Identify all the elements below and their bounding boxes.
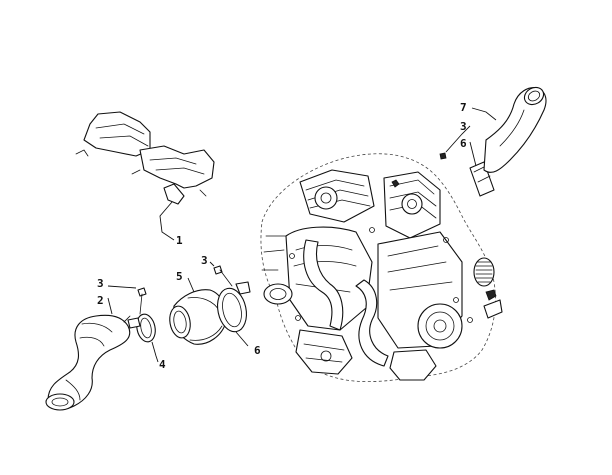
part-6-upper-clamp [469,161,495,197]
callout-4: 4 [159,358,166,371]
part-5-coupler-sleeve [169,289,227,345]
part-6-large-clamp [217,281,251,333]
callout-3-right: 3 [460,120,467,133]
leader-6b [469,141,477,167]
part-2-intake-boot [45,314,131,411]
engine-assembly [260,153,503,383]
leader-4 [151,341,159,363]
part-4-hose-clamp [123,313,156,343]
leader-5 [187,277,195,293]
part-3-screws [137,152,447,315]
leader-1 [159,201,175,241]
callout-6-lower: 6 [254,344,261,357]
callout-6-upper: 6 [460,137,467,150]
callout-3-middle: 3 [201,254,208,267]
leader-2 [107,297,113,315]
leader-3b [209,261,215,267]
callout-7: 7 [460,101,467,114]
leader-3c [445,125,471,153]
callout-1: 1 [176,234,183,247]
callout-3-left: 3 [97,277,104,290]
leader-7 [471,107,497,121]
leader-6a [235,331,249,347]
leader-3a [107,285,137,289]
leader-lines [107,107,497,363]
callout-2: 2 [97,294,104,307]
callout-labels: 1 2 3 3 3 4 5 6 6 7 [97,101,467,371]
part-7-intake-tube [483,86,547,173]
callout-5: 5 [176,270,183,283]
part-1-air-duct [75,111,215,205]
